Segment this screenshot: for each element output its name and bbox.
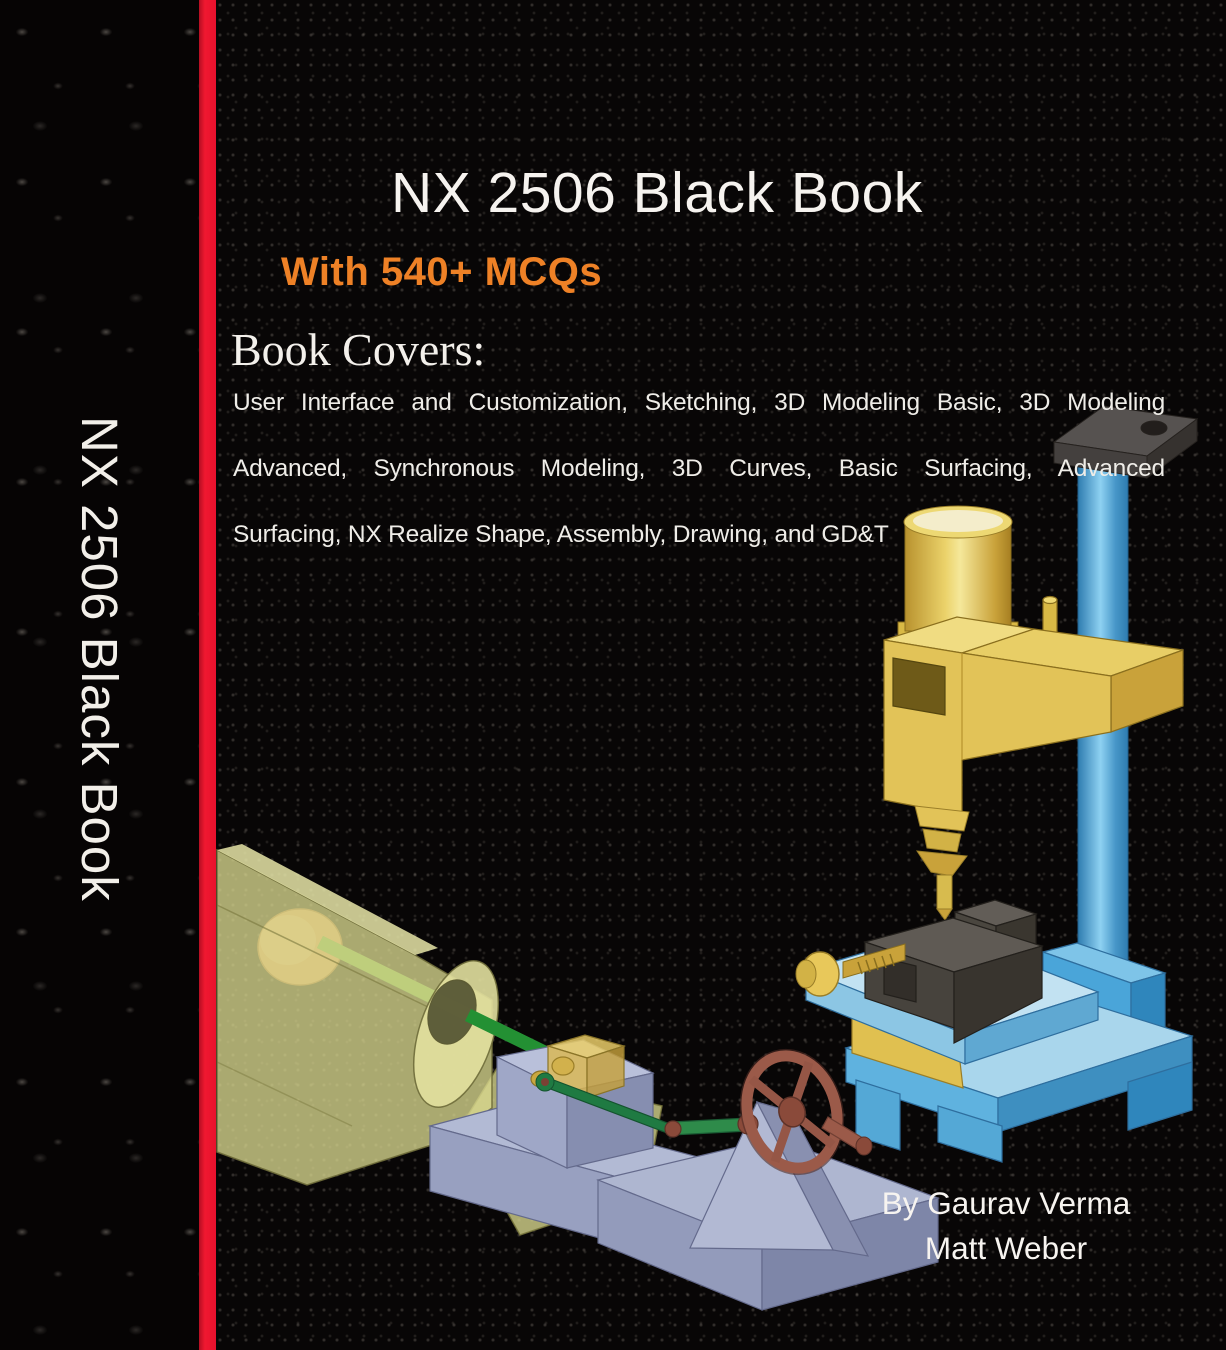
drill-bit xyxy=(914,805,970,921)
author-block: By Gaurav Verma Matt Weber xyxy=(856,1181,1156,1271)
vise-screw xyxy=(795,943,906,997)
drill-press xyxy=(795,405,1199,1163)
column-cap xyxy=(1052,405,1199,479)
spine: NX 2506 Black Book xyxy=(0,0,199,1350)
spine-title: NX 2506 Black Book xyxy=(71,416,128,902)
mcq-badge: With 540+ MCQs xyxy=(281,250,603,294)
spindle-head xyxy=(883,595,1184,816)
crank-linkage xyxy=(535,1072,749,1138)
cover-title: NX 2506 Black Book xyxy=(391,161,923,225)
topics-line: Advanced, Synchronous Modeling, 3D Curve… xyxy=(233,455,1165,482)
handwheel xyxy=(739,1048,845,1176)
topics-paragraph: User Interface and Customization, Sketch… xyxy=(233,386,1165,551)
section-heading: Book Covers: xyxy=(231,324,486,375)
topics-line: User Interface and Customization, Sketch… xyxy=(233,389,1165,416)
accent-stripe xyxy=(199,0,216,1350)
topics-line: Surfacing, NX Realize Shape, Assembly, D… xyxy=(233,521,889,548)
author-line-2: Matt Weber xyxy=(924,1230,1088,1266)
handwheel-assembly xyxy=(689,1048,873,1257)
author-line-1: By Gaurav Verma xyxy=(881,1185,1131,1221)
